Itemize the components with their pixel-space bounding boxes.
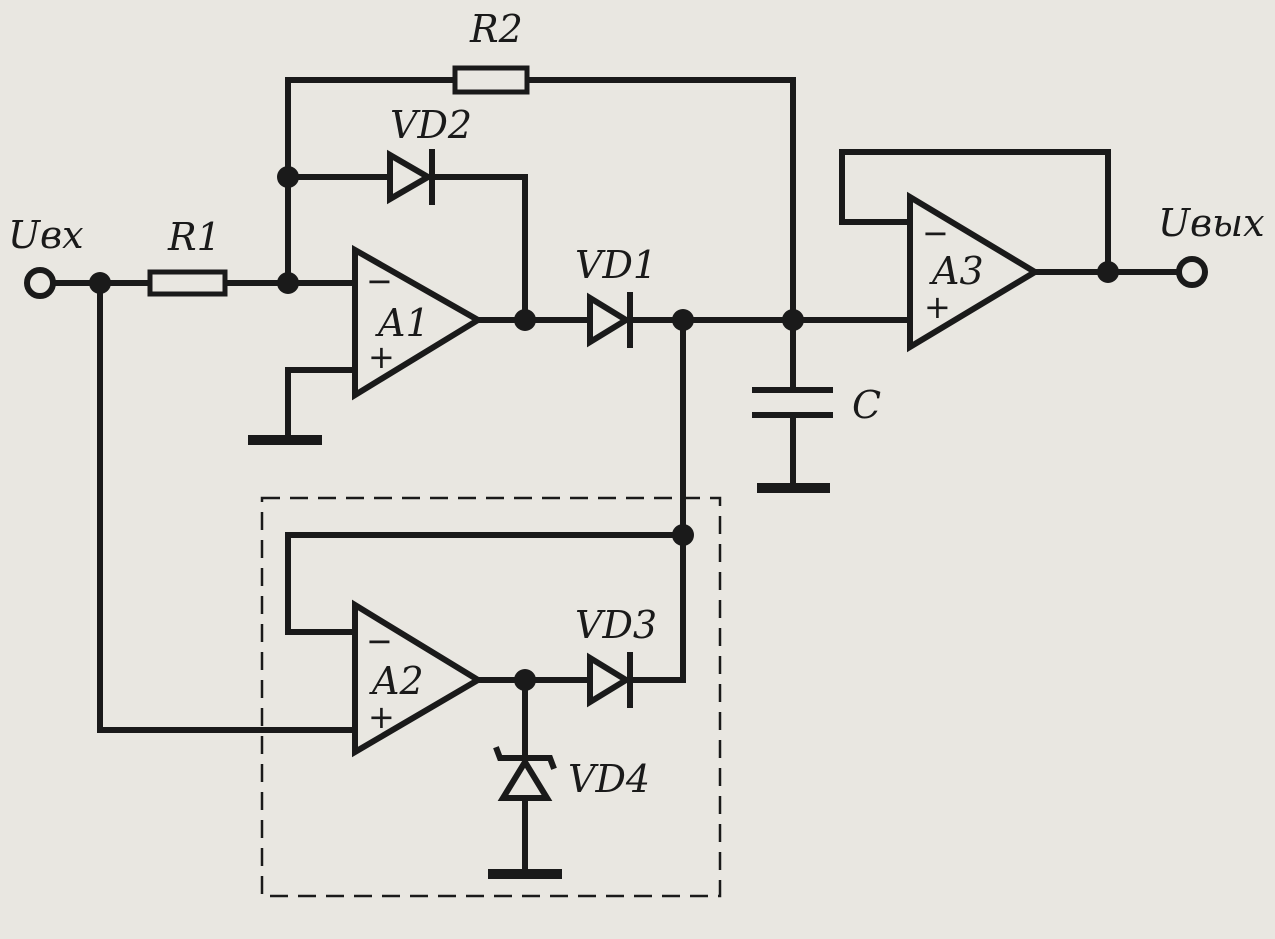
wire-a1-ground xyxy=(285,367,358,441)
label-vd4: VD4 xyxy=(568,757,650,801)
diode-vd1 xyxy=(587,292,633,348)
a3-plus-sign: + xyxy=(924,288,951,326)
label-r1: R1 xyxy=(167,215,221,259)
capacitor-c xyxy=(752,387,833,418)
wire-vd2-right xyxy=(429,174,528,323)
junction-vd1-out xyxy=(672,309,694,331)
junction-a2-feedback xyxy=(672,524,694,546)
opamp-a2 xyxy=(352,599,484,758)
wire-a2-feedback xyxy=(285,532,686,635)
output-terminal xyxy=(1176,256,1208,288)
junction-a1-out xyxy=(514,309,536,331)
label-input: Uвх xyxy=(8,213,84,257)
diode-vd2 xyxy=(387,149,435,205)
label-vd2: VD2 xyxy=(390,103,472,147)
wires xyxy=(55,77,1178,875)
opamp-a3 xyxy=(907,191,1041,353)
label-r2: R2 xyxy=(469,7,523,51)
a2-plus-sign: + xyxy=(368,698,395,736)
wire-input-a2 xyxy=(97,280,358,733)
junction-a1-minus xyxy=(277,272,299,294)
junction-output xyxy=(1097,261,1119,283)
diode-vd3 xyxy=(587,652,633,708)
resistor-r2 xyxy=(452,65,530,95)
label-vd1: VD1 xyxy=(575,243,657,287)
junction-cap xyxy=(782,309,804,331)
label-a3: A3 xyxy=(929,249,984,293)
label-a2: A2 xyxy=(369,659,424,703)
resistor-r1 xyxy=(147,269,228,297)
a3-minus-sign: − xyxy=(922,214,949,252)
label-output: Uвых xyxy=(1158,201,1265,245)
label-vd3: VD3 xyxy=(575,603,657,647)
a1-plus-sign: + xyxy=(368,338,395,376)
wire-a3-feedback xyxy=(839,149,1111,275)
a2-subcircuit-box xyxy=(260,496,722,898)
junction-vd2 xyxy=(277,166,299,188)
wire-r2-left xyxy=(285,77,458,286)
a1-minus-sign: − xyxy=(366,262,393,300)
wire-r2-right xyxy=(524,77,796,323)
opamp-a1 xyxy=(352,244,484,401)
junctions xyxy=(89,166,1119,691)
input-terminal xyxy=(24,267,56,299)
label-c: C xyxy=(852,383,881,427)
a2-minus-sign: − xyxy=(366,622,393,660)
label-a1: A1 xyxy=(375,301,430,345)
junction-input xyxy=(89,272,111,294)
diode-vd4 xyxy=(493,746,557,801)
junction-a2-out xyxy=(514,669,536,691)
